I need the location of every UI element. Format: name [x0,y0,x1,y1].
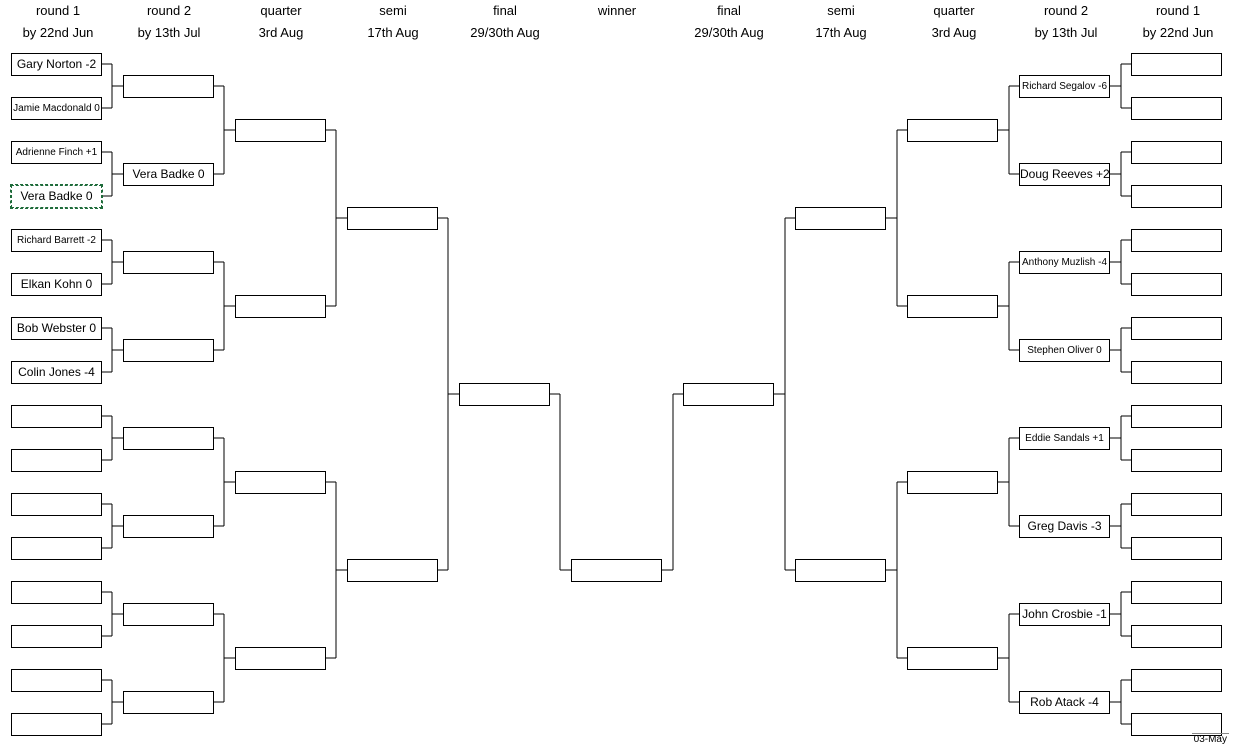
column-header-date: 3rd Aug [931,25,977,40]
left-quarter-slot[interactable] [235,647,326,670]
left-round2-slot[interactable] [123,691,214,714]
right-round2-slot[interactable]: Richard Segalov -6 [1019,75,1110,98]
right-quarter-slot[interactable] [907,471,998,494]
column-header-date: 29/30th Aug [470,25,540,40]
left-quarter-slot[interactable] [235,119,326,142]
column-header: round 1 by 22nd Jun [1122,0,1233,44]
right-quarter-slot[interactable] [907,119,998,142]
right-round1-slot[interactable] [1131,273,1222,296]
right-round1-slot[interactable] [1131,141,1222,164]
right-round1-slot[interactable] [1131,97,1222,120]
left-round1-slot[interactable]: Colin Jones -4 [11,361,102,384]
right-semi-slot[interactable] [795,559,886,582]
left-round1-slot[interactable]: Bob Webster 0 [11,317,102,340]
column-header-date: by 13th Jul [137,25,201,40]
right-round2-slot[interactable]: Greg Davis -3 [1019,515,1110,538]
left-semi-slot[interactable] [347,207,438,230]
column-header-round: semi [827,3,855,18]
left-round1-slot[interactable] [11,493,102,516]
column-header-date: 29/30th Aug [694,25,764,40]
right-round2-slot[interactable]: Stephen Oliver 0 [1019,339,1110,362]
left-round1-slot[interactable] [11,713,102,736]
column-header-date: 17th Aug [367,25,419,40]
left-round2-slot[interactable] [123,251,214,274]
right-round2-slot[interactable]: Anthony Muzlish -4 [1019,251,1110,274]
left-quarter-slot[interactable] [235,471,326,494]
column-header: round 2 by 13th Jul [1010,0,1122,44]
left-round2-slot[interactable]: Vera Badke 0 [123,163,214,186]
right-round1-slot[interactable] [1131,625,1222,648]
right-quarter-slot[interactable] [907,647,998,670]
column-header: winner [561,0,673,22]
left-round1-slot[interactable]: Adrienne Finch +1 [11,141,102,164]
column-header-round: quarter [933,3,975,18]
right-round2-slot[interactable]: Eddie Sandals +1 [1019,427,1110,450]
column-header: final 29/30th Aug [449,0,561,44]
left-round1-slot[interactable]: Elkan Kohn 0 [11,273,102,296]
left-round2-slot[interactable] [123,515,214,538]
column-header-round: round 1 [1155,3,1201,18]
right-round1-slot[interactable] [1131,361,1222,384]
left-round1-slot[interactable]: Jamie Macdonald 0 [11,97,102,120]
right-round2-slot[interactable]: Rob Atack -4 [1019,691,1110,714]
left-final-slot[interactable] [459,383,550,406]
left-quarter-slot[interactable] [235,295,326,318]
left-round1-slot[interactable]: Richard Barrett -2 [11,229,102,252]
left-round1-slot[interactable]: Gary Norton -2 [11,53,102,76]
left-round2-slot[interactable] [123,75,214,98]
right-round1-slot[interactable] [1131,669,1222,692]
right-round1-slot[interactable] [1131,53,1222,76]
column-header: semi 17th Aug [785,0,897,44]
right-round2-slot[interactable]: John Crosbie -1 [1019,603,1110,626]
column-header: semi 17th Aug [337,0,449,44]
left-round1-slot[interactable] [11,449,102,472]
column-header-date: 17th Aug [815,25,867,40]
left-round1-slot[interactable] [11,625,102,648]
sheet-tab-date[interactable]: 03-May [1191,733,1229,745]
right-semi-slot[interactable] [795,207,886,230]
right-round1-slot[interactable] [1131,449,1222,472]
column-header-date: by 22nd Jun [22,25,94,40]
winner-slot[interactable] [571,559,662,582]
right-round1-slot[interactable] [1131,713,1222,736]
column-header: quarter 3rd Aug [898,0,1010,44]
column-header-round: quarter [260,3,302,18]
left-round2-slot[interactable] [123,427,214,450]
column-header-round: round 2 [1043,3,1089,18]
column-header-date: by 13th Jul [1034,25,1098,40]
column-header-round: winner [597,3,637,18]
left-round2-slot[interactable] [123,339,214,362]
column-header: round 2 by 13th Jul [113,0,225,44]
column-header: round 1 by 22nd Jun [2,0,114,44]
column-header-round: semi [379,3,407,18]
column-header: final 29/30th Aug [673,0,785,44]
left-round1-slot[interactable] [11,537,102,560]
left-round2-slot[interactable] [123,603,214,626]
right-round1-slot[interactable] [1131,493,1222,516]
column-header-round: final [493,3,517,18]
left-round1-slot[interactable] [11,669,102,692]
left-round1-slot[interactable] [11,405,102,428]
column-header-round: final [717,3,741,18]
left-semi-slot[interactable] [347,559,438,582]
column-header-round: round 1 [35,3,81,18]
right-quarter-slot[interactable] [907,295,998,318]
right-round1-slot[interactable] [1131,405,1222,428]
right-round1-slot[interactable] [1131,185,1222,208]
right-final-slot[interactable] [683,383,774,406]
right-round1-slot[interactable] [1131,317,1222,340]
column-header-date: 3rd Aug [258,25,304,40]
column-header-round: round 2 [146,3,192,18]
right-round2-slot[interactable]: Doug Reeves +2 [1019,163,1110,186]
right-round1-slot[interactable] [1131,581,1222,604]
column-header-date: by 22nd Jun [1142,25,1214,40]
left-round1-slot[interactable]: Vera Badke 0 [10,184,103,209]
right-round1-slot[interactable] [1131,229,1222,252]
right-round1-slot[interactable] [1131,537,1222,560]
column-header: quarter 3rd Aug [225,0,337,44]
left-round1-slot[interactable] [11,581,102,604]
